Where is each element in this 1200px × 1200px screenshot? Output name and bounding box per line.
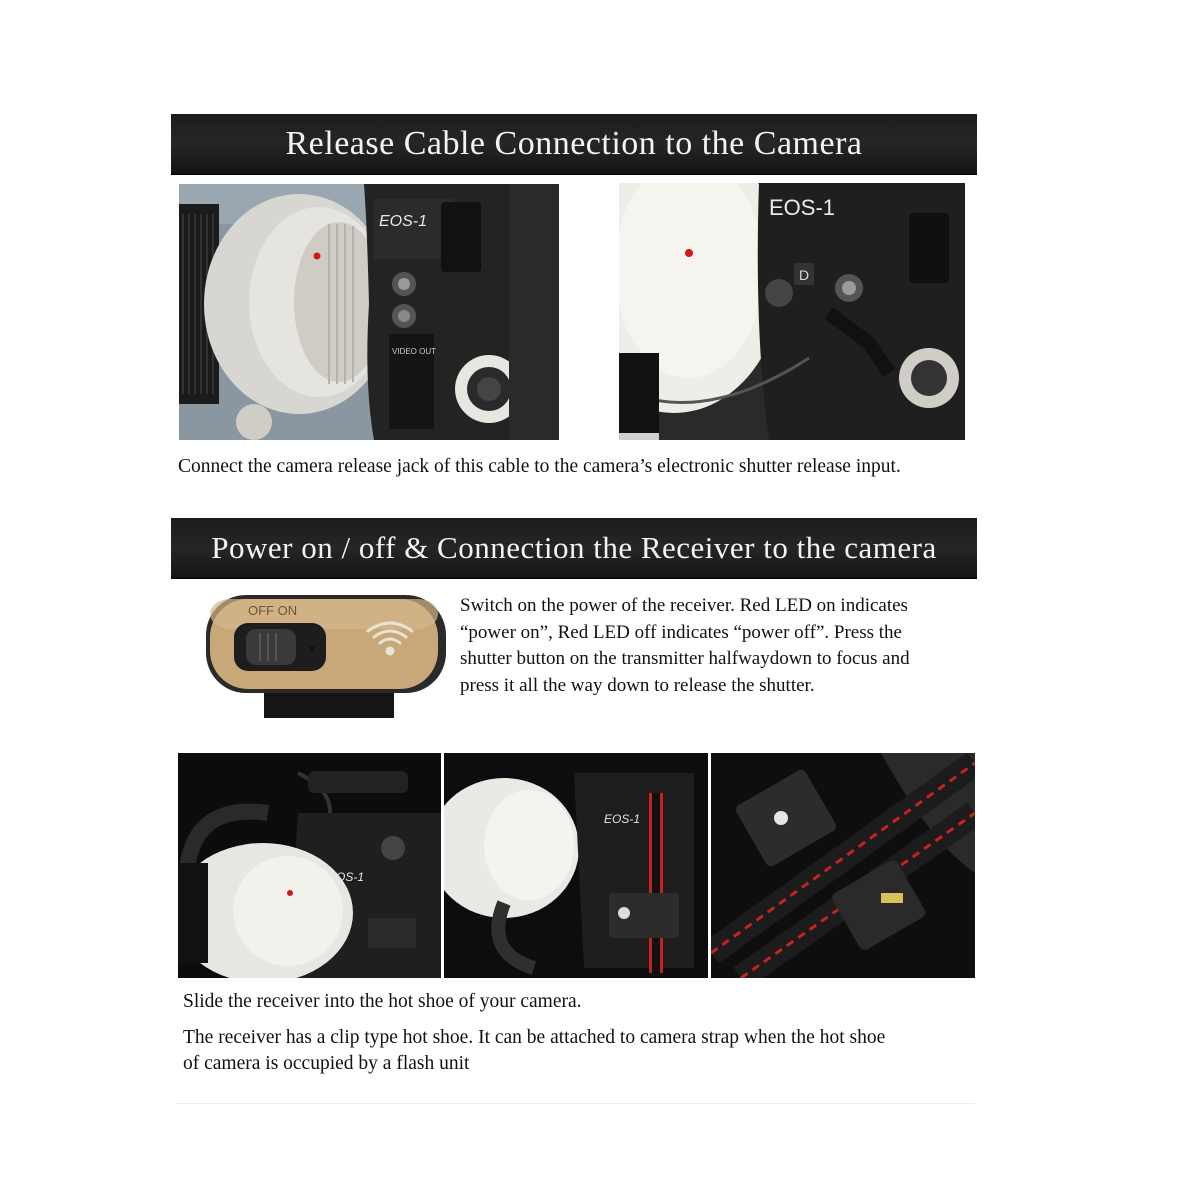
- caption-line: shutter button on the transmitter halfwa…: [460, 648, 910, 669]
- caption-line: press it all the way down to release the…: [460, 674, 815, 696]
- hotshoe-illustration: EOS-1: [178, 753, 441, 978]
- caption-line: of camera is occupied by a flash unit: [183, 1053, 470, 1074]
- wireless-icon: [366, 621, 414, 656]
- receiver-unit: [609, 893, 679, 938]
- caption-line: Switch on the power of the receiver. Red…: [460, 595, 908, 616]
- caption-line: “power on”, Red LED off indicates “power…: [460, 621, 902, 643]
- bottom-divider: [175, 1103, 975, 1104]
- section-title-power-receiver: Power on / off & Connection the Receiver…: [171, 518, 977, 578]
- photo-receiver-on-hotshoe: EOS-1: [178, 753, 441, 978]
- camera-model-label: EOS-1: [769, 195, 835, 220]
- caption-release-jack: Connect the camera release jack of this …: [178, 456, 901, 477]
- section-title-text: Power on / off & Connection the Receiver…: [211, 530, 937, 565]
- camera-port-illustration: EOS-1 VIDEO OUT: [179, 184, 559, 440]
- video-out-label: VIDEO OUT: [392, 347, 436, 356]
- photo-cable-connected: EOS-1 D: [619, 183, 965, 440]
- caption-slide-hotshoe: Slide the receiver into the hot shoe of …: [183, 991, 582, 1012]
- lens-red-dot: [313, 252, 321, 260]
- lens-red-dot: [287, 890, 293, 896]
- port-label: D: [799, 267, 809, 283]
- photo-cable-and-receiver: EOS-1: [444, 753, 708, 978]
- cable-connected-illustration: EOS-1 D: [619, 183, 965, 440]
- section-title-text: Release Cable Connection to the Camera: [285, 125, 863, 162]
- led-indicator: [309, 646, 315, 652]
- photo-camera-port-closeup: EOS-1 VIDEO OUT: [179, 184, 559, 440]
- caption-power-switch: Switch on the power of the receiver. Red…: [460, 593, 990, 699]
- caption-clip-hotshoe: The receiver has a clip type hot shoe. I…: [183, 1025, 885, 1077]
- receiver-device: OFF ON: [206, 593, 446, 721]
- caption-line: The receiver has a clip type hot shoe. I…: [183, 1027, 886, 1048]
- switch-off-on-label: OFF ON: [248, 603, 297, 618]
- power-switch[interactable]: [246, 629, 296, 665]
- receiver-unit: [832, 860, 926, 950]
- camera-model-label: EOS-1: [379, 213, 427, 230]
- lens-red-dot: [685, 249, 693, 257]
- cable-receiver-illustration: EOS-1: [444, 753, 708, 978]
- camera-model-label: EOS-1: [604, 812, 640, 826]
- photo-receiver-on-strap: [711, 753, 975, 978]
- section-title-release-cable: Release Cable Connection to the Camera: [171, 114, 977, 174]
- receiver-illustration: OFF ON: [206, 595, 446, 718]
- strap-illustration: [711, 753, 975, 978]
